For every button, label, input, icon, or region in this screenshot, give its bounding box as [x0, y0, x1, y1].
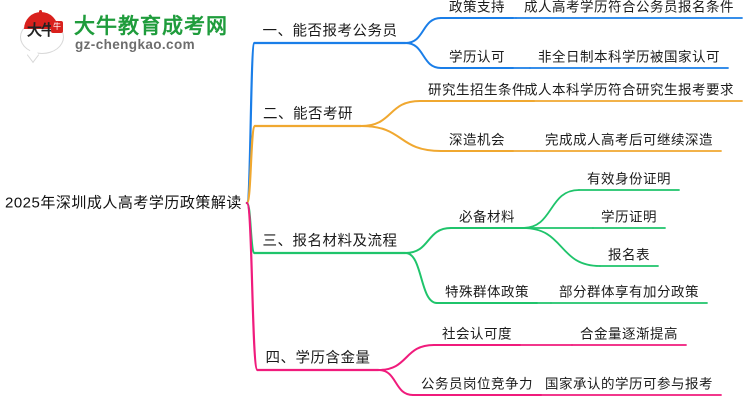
leaf-node-label[interactable]: 完成成人高考后可继续深造: [545, 132, 713, 148]
connector-line: [404, 42, 442, 69]
subbranch-node-label[interactable]: 必备材料: [459, 209, 515, 225]
connector-line: [404, 252, 438, 304]
logo-mark-text: 大牛: [26, 22, 56, 39]
connector-line: [360, 125, 442, 152]
subbranch-node-label[interactable]: 公务员岗位竞争力: [421, 376, 533, 392]
connector-line: [377, 344, 435, 371]
connector-line: [404, 17, 442, 44]
connector-line: [522, 227, 601, 267]
connector-line: [522, 189, 580, 229]
connector-line: [245, 201, 259, 372]
dome-shape: [24, 12, 58, 29]
logo-badge: 牛: [51, 21, 63, 33]
root-node-label[interactable]: 2025年深圳成人高考学历政策解读: [5, 194, 242, 212]
branch-node-label[interactable]: 三、报名材料及流程: [262, 233, 398, 250]
leaf-node-label[interactable]: 成人本科学历符合研究生报考要求: [524, 82, 734, 98]
logo-mark-icon: 大牛 牛: [18, 10, 66, 56]
leaf-node-label[interactable]: 部分群体享有加分政策: [559, 284, 699, 300]
subbranch-node-label[interactable]: 特殊群体政策: [445, 284, 529, 300]
leaf-node-label[interactable]: 国家承认的学历可参与报考: [545, 376, 713, 392]
connector-line: [377, 369, 414, 396]
connector-line: [245, 41, 256, 205]
logo-subtitle-url: gz-chengkao.com: [75, 37, 196, 52]
logo-title: 大牛教育成考网: [74, 15, 228, 38]
leaf-node-label[interactable]: 有效身份证明: [587, 171, 671, 187]
subbranch-node-label[interactable]: 政策支持: [449, 0, 505, 15]
connector-line: [245, 124, 257, 205]
branch-node-label[interactable]: 二、能否考研: [263, 106, 353, 123]
branch-node-label[interactable]: 一、能否报考公务员: [262, 23, 398, 40]
subbranch-node-label[interactable]: 社会认可度: [442, 326, 512, 342]
connector-line: [360, 100, 421, 127]
connector-line: [404, 227, 452, 254]
subbranch-node-label[interactable]: 学历认可: [449, 49, 505, 65]
leaf-node-label[interactable]: 非全日制本科学历被国家认可: [538, 49, 720, 65]
leaf-node-label[interactable]: 合金量逐渐提高: [580, 326, 678, 342]
leaf-node-label[interactable]: 报名表: [608, 247, 650, 263]
leaf-node-label[interactable]: 成人高考学历符合公务员报名条件: [524, 0, 734, 15]
subbranch-node-label[interactable]: 深造机会: [449, 132, 505, 148]
branch-node-label[interactable]: 四、学历含金量: [265, 350, 371, 367]
subbranch-node-label[interactable]: 研究生招生条件: [428, 82, 526, 98]
leaf-node-label[interactable]: 学历证明: [601, 209, 657, 225]
site-logo[interactable]: 大牛 牛 大牛教育成考网 gz-chengkao.com: [18, 8, 228, 58]
dome-stem-shape: [39, 10, 42, 14]
connector-line: [245, 201, 256, 255]
